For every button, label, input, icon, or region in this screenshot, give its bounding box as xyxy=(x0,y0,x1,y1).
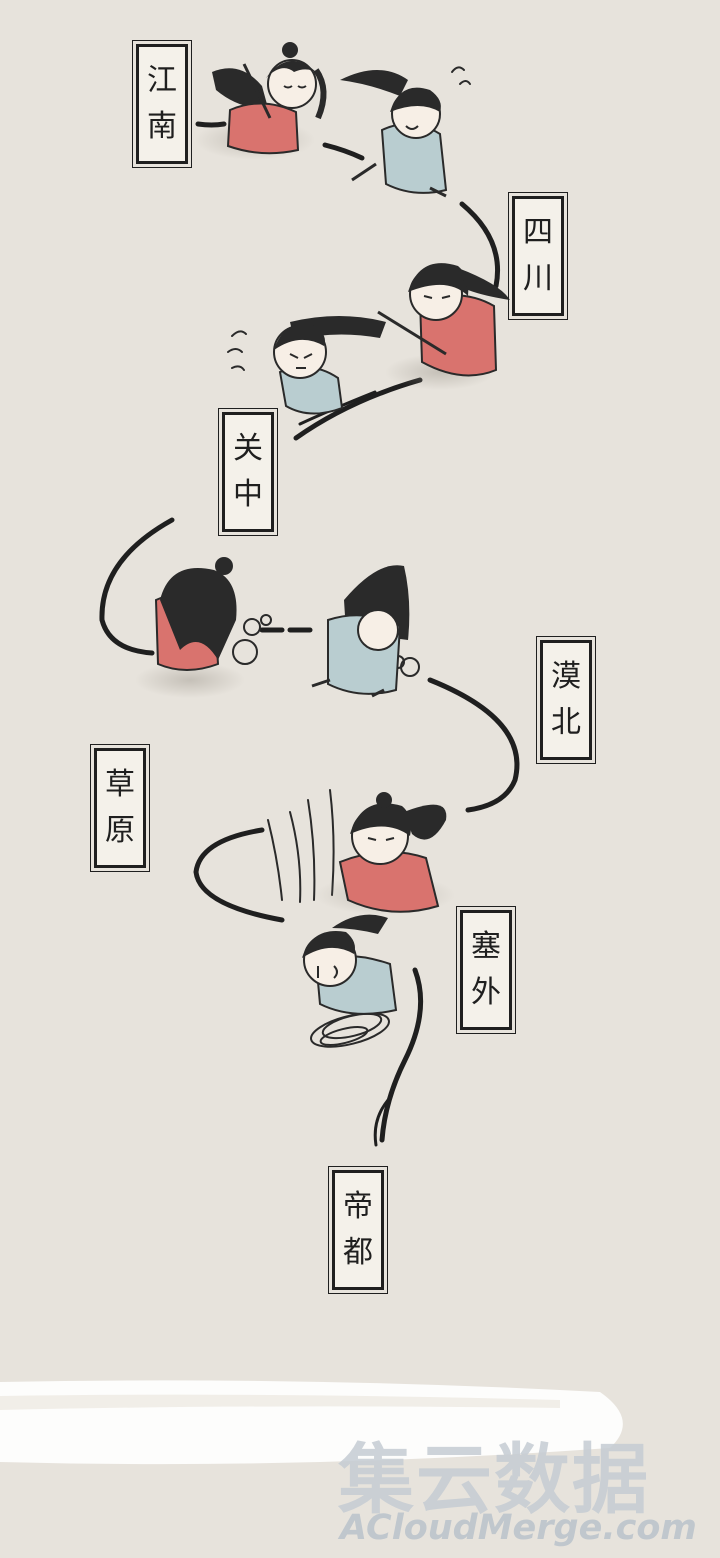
watermark-cn: 集云数据 xyxy=(338,1435,650,1524)
sign-char: 中 xyxy=(233,477,263,512)
sign-char: 南 xyxy=(147,109,177,144)
red-character-sword xyxy=(212,42,327,155)
sign-saiwai: 塞 外 xyxy=(456,906,516,1034)
white-brush-stroke xyxy=(0,1380,623,1465)
sign-mobei: 漠 北 xyxy=(536,636,596,764)
ground-shadows xyxy=(135,120,495,915)
sign-char: 草 xyxy=(105,767,135,802)
sign-char: 外 xyxy=(471,975,501,1010)
sign-sichuan: 四 川 xyxy=(508,192,568,320)
sign-char: 塞 xyxy=(471,929,501,964)
sign-jiangnan: 江 南 xyxy=(132,40,192,168)
sign-didu: 帝 都 xyxy=(328,1166,388,1294)
sign-char: 川 xyxy=(523,261,553,296)
red-character-slashing xyxy=(338,792,447,913)
motion-marks xyxy=(227,66,471,1048)
sign-char: 北 xyxy=(551,705,581,740)
sign-char: 漠 xyxy=(551,659,581,694)
sign-char: 原 xyxy=(105,813,135,848)
sign-char: 帝 xyxy=(343,1189,373,1224)
sign-char: 都 xyxy=(343,1235,373,1270)
red-character-sichuan xyxy=(377,263,510,377)
blue-character-hooded xyxy=(311,565,410,698)
blue-character-running xyxy=(340,70,448,198)
watermark-en: ACloudMerge.com xyxy=(340,1508,697,1548)
sign-char: 江 xyxy=(147,63,177,98)
red-character-hiding xyxy=(154,557,237,671)
sign-guanzhong: 关 中 xyxy=(218,408,278,536)
sign-caoyuan: 草 原 xyxy=(90,744,150,872)
sign-char: 四 xyxy=(523,215,553,250)
blue-character-dodging xyxy=(273,316,386,415)
sign-char: 关 xyxy=(233,431,263,466)
blue-character-spinning xyxy=(302,914,398,1015)
